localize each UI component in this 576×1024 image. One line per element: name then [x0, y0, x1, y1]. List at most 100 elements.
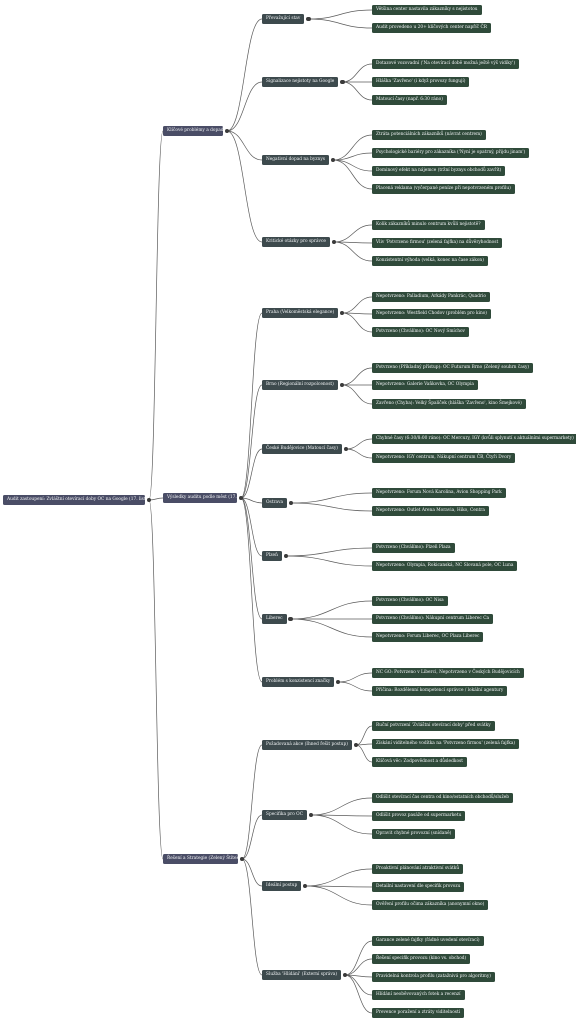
topic-node[interactable]: Signalizace nejistoty na Google: [262, 77, 339, 87]
link-path: [285, 547, 373, 557]
link-path: [241, 744, 263, 860]
leaf-node[interactable]: Ověření profilu očima zákazníka (anonymn…: [372, 900, 489, 910]
leaf-node[interactable]: Chybné časy (6:30/8:00 ráno): OC Mercury…: [372, 434, 576, 444]
leaf-node[interactable]: Audit provedeno u 20+ klíčových center n…: [372, 23, 491, 33]
leaf-node[interactable]: Nepotvrzeno: Outlet Arena Moravia, Hiko,…: [372, 506, 489, 516]
leaf-node[interactable]: Získání viditelného vodítka na 'Potvrzen…: [372, 739, 520, 749]
link-path: [341, 384, 373, 405]
leaf-node[interactable]: Prevence poražení a ztráty viditelnosti: [372, 1008, 465, 1018]
topic-node[interactable]: Praha (Velkoměstská elegance): [262, 308, 339, 318]
leaf-node[interactable]: Odlišit otevírací čas centra od kino/ost…: [372, 793, 514, 803]
leaf-node[interactable]: Hláška 'Zavřeno' (i když provozy fungují…: [372, 77, 470, 87]
leaf-node[interactable]: Klíčová věc: Zodpovědnost a důsledkost: [372, 757, 467, 767]
topic-node[interactable]: České Budějovice (Matoucí časy): [262, 444, 342, 454]
leaf-node[interactable]: Ztráta potenciálních zákazníků (návrat c…: [372, 130, 486, 140]
leaf-node[interactable]: Kolik zákazníků minulo centrum kvůli nej…: [372, 220, 485, 230]
topic-node[interactable]: Brno (Regionální rozpolcenost): [262, 380, 338, 390]
leaf-node[interactable]: Detailní nastavení dle specifik provozu: [372, 882, 465, 892]
connector-dot: [353, 742, 359, 748]
link-path: [148, 497, 164, 501]
link-path: [355, 725, 373, 746]
leaf-node[interactable]: Pravidelná kontrola profilu (zatažnivá p…: [372, 972, 495, 982]
link-path: [332, 159, 373, 172]
link-path: [333, 224, 373, 243]
leaf-node[interactable]: Placená reklama (vyčerpané peníze při ne…: [372, 184, 515, 194]
link-path: [240, 497, 263, 683]
leaf-node[interactable]: Příčina: Rozdělenní kompetencí správce /…: [372, 686, 508, 696]
link-path: [226, 81, 263, 132]
leaf-node[interactable]: Dotazové vozovadní ('Na otevírací době m…: [372, 59, 520, 69]
topic-node[interactable]: Ostrava: [262, 498, 288, 508]
leaf-node[interactable]: NC GO: Potvrzeno v Liberci, Nepotvrzeno …: [372, 668, 524, 678]
branch-node[interactable]: Klíčové problémy a dopad: [163, 126, 223, 136]
topic-node[interactable]: Specifika pro OC: [262, 810, 307, 820]
connector-dot: [339, 382, 345, 388]
leaf-node[interactable]: Potvrzeno (Chválímo): OC Nisa: [372, 596, 448, 606]
link-path: [332, 152, 373, 161]
connector-dot: [331, 239, 337, 245]
link-path: [291, 502, 373, 512]
leaf-node[interactable]: Proaktivní plánování atraktivní svátků: [372, 864, 464, 874]
leaf-node[interactable]: Potvrzeno (Chválímo): Nákupní centrum Li…: [372, 614, 494, 624]
link-path: [241, 814, 263, 860]
link-path: [344, 974, 373, 1014]
link-path: [333, 241, 373, 262]
link-path: [226, 18, 263, 132]
link-path: [342, 63, 373, 83]
leaf-node[interactable]: Odlišit provoz pasáže od supermarketu: [372, 811, 466, 821]
leaf-node[interactable]: Nepotvrzeno: Forum Nová Karolina, Avion …: [372, 488, 506, 498]
leaf-node[interactable]: Nepotvrzeno: Westfield Chodov (problém p…: [372, 309, 491, 319]
leaf-node[interactable]: Matoucí časy (např. 6:30 ráno): [372, 95, 447, 105]
leaf-node[interactable]: Většina center nastavila zákazníky s nej…: [372, 5, 482, 15]
link-path: [241, 858, 263, 887]
topic-node[interactable]: Negativní dopad na byznys: [262, 155, 329, 165]
leaf-node[interactable]: Nepotvrzeno: IGY centrum, Nákupní centru…: [372, 453, 516, 463]
link-path: [226, 130, 263, 161]
root-node[interactable]: Audit zastoupení: Zvláštní otevírací dob…: [3, 495, 145, 505]
leaf-node[interactable]: Potvrzeno (Chválímo): OC Nový Smíchov: [372, 327, 469, 337]
link-path: [338, 681, 373, 692]
topic-node[interactable]: Liberec: [262, 614, 287, 624]
link-path: [290, 618, 373, 638]
link-path: [344, 940, 373, 976]
leaf-node[interactable]: Dominový efekt na nájemce (tržní byznys …: [372, 166, 506, 176]
leaf-node[interactable]: Opravit chybné provozní (snídaně): [372, 829, 456, 839]
leaf-node[interactable]: Garance zelené fajfky (řádné uvedení ote…: [372, 936, 484, 946]
leaf-node[interactable]: Nepotvrzeno: Galerie Vaňkovka, OC Olympi…: [372, 380, 478, 390]
link-path: [310, 814, 373, 835]
link-path: [240, 497, 263, 504]
leaf-node[interactable]: Nepotvrzeno: Palladium, Arkády Pankrác, …: [372, 292, 490, 302]
topic-node[interactable]: Převažující stav: [262, 14, 305, 24]
leaf-node[interactable]: Nepotvrzeno: Olympia, Rokicanská, NC Slo…: [372, 561, 518, 571]
connector-dot: [339, 310, 345, 316]
link-path: [342, 81, 373, 101]
topic-node[interactable]: Problém s konzistencí značky: [262, 677, 335, 687]
leaf-node[interactable]: Zavřeno (Chyba): Velký Špalíček (hláška …: [372, 399, 526, 409]
leaf-node[interactable]: Nepotvrzeno: Forum Liberec, OC Plaza Lib…: [372, 632, 484, 642]
connector-dot: [224, 128, 230, 134]
topic-node[interactable]: Požadovaná akce (Ihned řešit postup): [262, 740, 352, 750]
link-path: [341, 367, 373, 386]
leaf-node[interactable]: Potvrzeno (Chválímo): Plzeň Plaza: [372, 543, 455, 553]
leaf-node[interactable]: Konzistentní výhoda (velká, konec na čas…: [372, 256, 488, 266]
leaf-node[interactable]: Vliv 'Potvrzeno firmou' (zelená fajfka) …: [372, 238, 503, 248]
topic-node[interactable]: Služba 'Hlídání' (Externí správa): [262, 970, 342, 980]
link-path: [240, 497, 263, 620]
topic-node[interactable]: Kritické otázky pro správce: [262, 237, 330, 247]
connector-dot: [303, 883, 308, 889]
link-path: [345, 958, 373, 976]
link-path: [148, 499, 164, 860]
connector-dot: [308, 812, 314, 818]
topic-node[interactable]: Ideální postup: [262, 881, 302, 891]
branch-node[interactable]: Výsledky auditu podle měst (17. 11.): [163, 493, 237, 503]
leaf-node[interactable]: Psychologické bariéry pro zákazníka ('Ny…: [372, 148, 530, 158]
leaf-node[interactable]: Hlídání neoběvovaných fotek a recenzí: [372, 990, 465, 1000]
topic-node[interactable]: Plzeň: [262, 551, 282, 561]
leaf-node[interactable]: Řešení specifik provozu (kino vs. obchod…: [372, 954, 471, 964]
link-path: [332, 134, 373, 161]
leaf-node[interactable]: Potvrzeno (Příkladný přístup): OC Futuru…: [372, 363, 534, 373]
leaf-node[interactable]: Ruční potvrzení 'Zvláštní otevírací doby…: [372, 721, 495, 731]
branch-node[interactable]: Řešení a Strategie (Zelený Štítek): [163, 854, 238, 864]
connector-dot: [238, 495, 244, 501]
